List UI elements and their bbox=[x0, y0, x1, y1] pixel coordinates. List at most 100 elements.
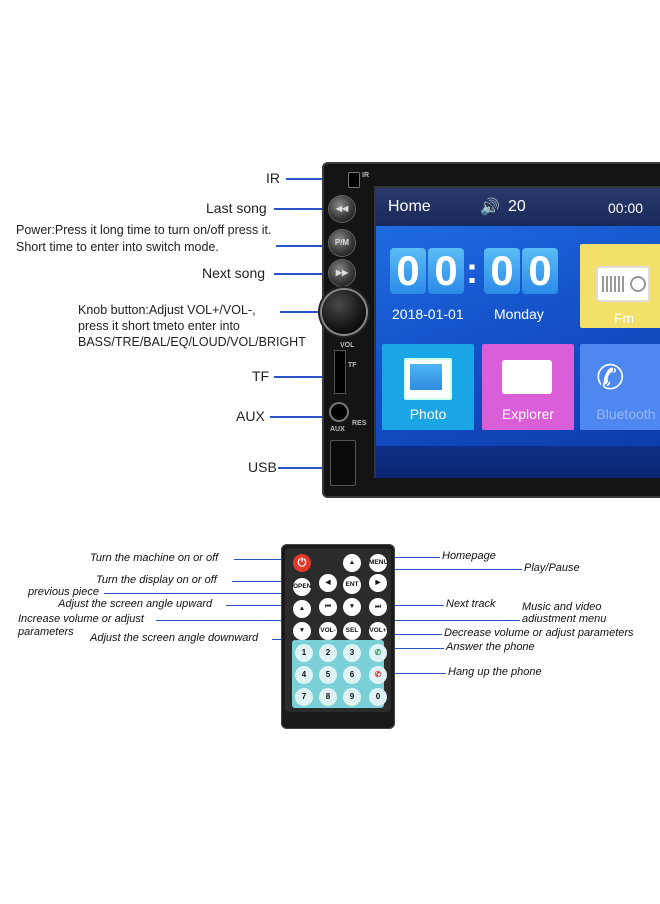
play-pause-callout: Play/Pause bbox=[524, 562, 580, 574]
next-song-line bbox=[274, 273, 334, 275]
right-arrow-button[interactable]: ▶ bbox=[369, 574, 387, 592]
angle-down-button[interactable]: ▼ bbox=[293, 622, 311, 640]
knob-callout-line3: BASS/TRE/BAL/EQ/LOUD/VOL/BRIGHT bbox=[78, 335, 306, 349]
photo-label: Photo bbox=[409, 406, 447, 422]
turn-on-off-line bbox=[234, 559, 294, 561]
home-title[interactable]: Home bbox=[388, 198, 431, 215]
hang-up-line bbox=[384, 673, 446, 675]
prev-track-button[interactable]: ⏮ bbox=[319, 598, 337, 616]
dock-bar bbox=[376, 446, 660, 478]
display-on-off-line bbox=[232, 581, 294, 583]
hang-up-callout: Hang up the phone bbox=[448, 666, 542, 678]
vol-plus-button[interactable]: VOL+ bbox=[369, 622, 387, 640]
previous-piece-callout: previous piece bbox=[28, 586, 99, 598]
speaker-icon[interactable]: 🔊 bbox=[480, 199, 500, 216]
num-2-button[interactable]: 2 bbox=[319, 644, 337, 662]
aux-callout: AUX bbox=[236, 408, 265, 424]
next-song-button[interactable]: ▶▶ bbox=[329, 260, 355, 286]
last-song-button[interactable]: ◀◀ bbox=[329, 196, 355, 222]
volume-level: 20 bbox=[508, 198, 526, 215]
down-arrow-button[interactable]: ▼ bbox=[343, 598, 361, 616]
num-9-button[interactable]: 9 bbox=[343, 688, 361, 706]
ent-button[interactable]: ENT bbox=[343, 576, 361, 594]
last-song-line bbox=[274, 208, 334, 210]
sel-button[interactable]: SEL bbox=[343, 622, 361, 640]
turn-on-off-callout: Turn the machine on or off bbox=[90, 552, 219, 564]
left-arrow-button[interactable]: ◀ bbox=[319, 574, 337, 592]
tf-line bbox=[274, 376, 336, 378]
open-button[interactable]: OPEN bbox=[293, 578, 311, 596]
power-button[interactable]: ⏻ bbox=[293, 554, 311, 572]
knob-callout-line1: Knob button:Adjust VOL+/VOL-, bbox=[78, 303, 256, 317]
head-unit: IR ◀◀ P/M ▶▶ VOL TF AUX RES Home 🔊 20 00… bbox=[322, 162, 660, 498]
num-6-button[interactable]: 6 bbox=[343, 666, 361, 684]
increase-vol-callout-2: parameters bbox=[18, 626, 74, 638]
angle-up-button[interactable]: ▲ bbox=[293, 600, 311, 618]
music-menu-callout-2: adiustment menu bbox=[522, 613, 607, 625]
tf-callout: TF bbox=[252, 368, 270, 384]
res-mark: RES bbox=[352, 420, 367, 427]
radio-icon bbox=[596, 266, 650, 302]
knob-line bbox=[280, 311, 326, 313]
remote-control: ⏻ ▲ MENU OPEN ◀ ENT ▶ ▲ ⏮ ▼ ⏭ ▼ VOL- SEL… bbox=[281, 544, 395, 729]
clock-separator: : bbox=[466, 250, 478, 291]
homepage-line bbox=[384, 557, 440, 559]
angle-down-callout: Adjust the screen angle downward bbox=[90, 632, 259, 644]
increase-vol-line bbox=[156, 620, 322, 622]
volume-knob[interactable] bbox=[322, 290, 366, 334]
photo-tile[interactable]: Photo bbox=[382, 344, 474, 430]
power-mode-button[interactable]: P/M bbox=[329, 230, 355, 256]
remote-face: ⏻ ▲ MENU OPEN ◀ ENT ▶ ▲ ⏮ ▼ ⏭ ▼ VOL- SEL… bbox=[285, 548, 391, 712]
num-4-button[interactable]: 4 bbox=[295, 666, 313, 684]
aux-line bbox=[270, 416, 332, 418]
menu-button[interactable]: MENU bbox=[369, 554, 388, 572]
folder-icon bbox=[502, 360, 552, 394]
explorer-label: Explorer bbox=[501, 406, 555, 422]
status-clock: 00:00 bbox=[608, 200, 644, 216]
clock-min-ones: 0 bbox=[522, 248, 558, 294]
bluetooth-tile[interactable]: ✆ Bluetooth bbox=[580, 344, 660, 430]
power-line bbox=[276, 245, 334, 247]
usb-port[interactable] bbox=[330, 440, 356, 486]
hang-up-button[interactable]: ✆ bbox=[369, 666, 387, 684]
bluetooth-label: Bluetooth bbox=[596, 406, 656, 422]
num-7-button[interactable]: 7 bbox=[295, 688, 313, 706]
clock-min-tens: 0 bbox=[484, 248, 520, 294]
fm-tile[interactable]: Fm bbox=[580, 244, 660, 328]
ir-callout: IR bbox=[266, 170, 280, 186]
answer-phone-button[interactable]: ✆ bbox=[369, 644, 387, 662]
next-track-callout: Next track bbox=[446, 598, 496, 610]
previous-piece-line bbox=[104, 593, 316, 595]
num-0-button[interactable]: 0 bbox=[369, 688, 387, 706]
decrease-vol-callout: Decrease volume or adjust parameters bbox=[444, 627, 634, 639]
homepage-callout: Homepage bbox=[442, 550, 496, 562]
clock-hour-tens: 0 bbox=[390, 248, 426, 294]
touchscreen[interactable]: Home 🔊 20 00:00 0 0 : 0 0 2018-01-01 Mon… bbox=[374, 186, 660, 478]
num-1-button[interactable]: 1 bbox=[295, 644, 313, 662]
photo-icon bbox=[404, 358, 452, 400]
num-3-button[interactable]: 3 bbox=[343, 644, 361, 662]
fm-label: Fm bbox=[614, 310, 635, 326]
play-pause-line bbox=[352, 569, 522, 571]
status-bar: Home 🔊 20 00:00 bbox=[376, 188, 660, 226]
clock-hour-ones: 0 bbox=[428, 248, 464, 294]
tf-mark: TF bbox=[348, 362, 357, 369]
music-menu-line bbox=[356, 620, 520, 622]
aux-jack[interactable] bbox=[331, 404, 347, 420]
date-label: 2018-01-01 bbox=[392, 306, 464, 322]
next-track-button[interactable]: ⏭ bbox=[369, 598, 387, 616]
tf-card-slot[interactable] bbox=[334, 350, 346, 394]
vol-minus-button[interactable]: VOL- bbox=[319, 622, 337, 640]
num-8-button[interactable]: 8 bbox=[319, 688, 337, 706]
num-5-button[interactable]: 5 bbox=[319, 666, 337, 684]
display-on-off-callout: Turn the display on or off bbox=[96, 574, 217, 586]
vol-mark: VOL bbox=[340, 342, 355, 349]
angle-up-line bbox=[226, 605, 294, 607]
clock-widget[interactable]: 0 0 : 0 0 2018-01-01 Monday bbox=[382, 242, 566, 328]
explorer-tile[interactable]: Explorer bbox=[482, 344, 574, 430]
answer-line bbox=[384, 648, 444, 650]
answer-callout: Answer the phone bbox=[446, 641, 535, 653]
ir-sensor bbox=[348, 172, 360, 188]
up-arrow-button[interactable]: ▲ bbox=[343, 554, 361, 572]
next-song-callout: Next song bbox=[202, 265, 266, 281]
